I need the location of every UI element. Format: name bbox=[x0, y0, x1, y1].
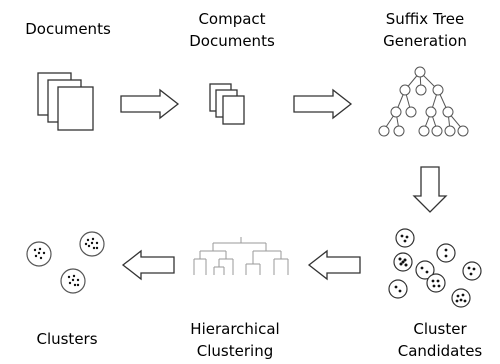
label-compact-documents: Compact Documents bbox=[167, 8, 297, 52]
candidate-circle bbox=[451, 288, 471, 308]
label-candidates-line1: Cluster bbox=[413, 320, 467, 338]
candidate-circle bbox=[436, 243, 456, 263]
label-suffix-line1: Suffix Tree bbox=[385, 10, 465, 28]
candidate-circle bbox=[462, 261, 482, 281]
label-compact-line2: Documents bbox=[189, 32, 275, 50]
label-suffix-tree-generation: Suffix Tree Generation bbox=[355, 8, 495, 52]
label-hierarchical-line2: Clustering bbox=[196, 342, 274, 360]
label-hierarchical-clustering: Hierarchical Clustering bbox=[170, 318, 300, 362]
dendrogram-icon bbox=[193, 237, 289, 275]
cluster-candidates-icon bbox=[388, 228, 482, 308]
compact-page-front bbox=[222, 95, 245, 125]
label-candidates-line2: Candidates bbox=[397, 342, 483, 360]
arrow-left-2-icon bbox=[121, 249, 175, 281]
label-clusters-line1: Clusters bbox=[36, 330, 98, 348]
candidate-circle bbox=[426, 273, 446, 293]
label-compact-line1: Compact bbox=[198, 10, 266, 28]
compact-documents-icon bbox=[209, 83, 245, 125]
label-cluster-candidates: Cluster Candidates bbox=[380, 318, 500, 362]
arrow-left-1-icon bbox=[307, 249, 361, 281]
cluster-circle bbox=[79, 231, 105, 257]
cluster-circle bbox=[60, 268, 86, 294]
candidate-circle bbox=[395, 228, 415, 248]
label-suffix-line2: Generation bbox=[383, 32, 467, 50]
label-hierarchical-line1: Hierarchical bbox=[190, 320, 280, 338]
candidate-circle bbox=[393, 252, 413, 272]
candidate-circle bbox=[415, 260, 435, 280]
suffix-tree-icon bbox=[378, 66, 469, 137]
label-documents: Documents bbox=[4, 18, 132, 40]
label-clusters: Clusters bbox=[22, 328, 112, 350]
arrow-down-icon bbox=[412, 166, 448, 213]
arrow-right-1-icon bbox=[120, 88, 180, 120]
clusters-icon bbox=[26, 231, 105, 294]
cluster-circle bbox=[26, 241, 52, 267]
candidate-circle bbox=[388, 279, 408, 299]
arrow-right-2-icon bbox=[293, 88, 353, 120]
document-page-front bbox=[57, 86, 94, 131]
label-documents-line1: Documents bbox=[25, 20, 111, 38]
documents-icon bbox=[37, 72, 94, 131]
